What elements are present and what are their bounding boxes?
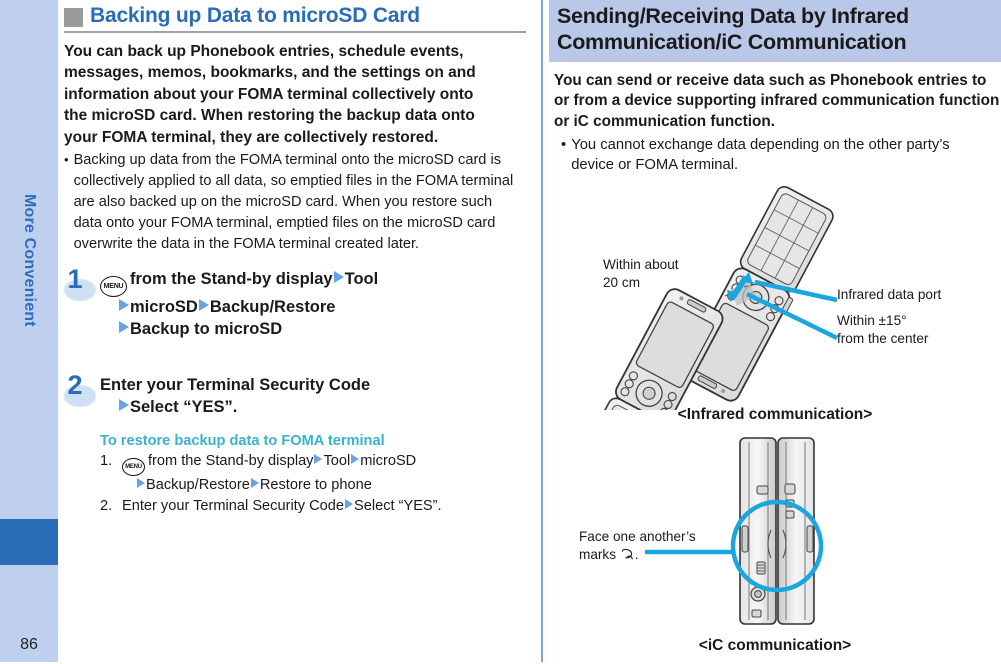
phone-right-edge xyxy=(777,437,815,625)
step-2-number: 2 xyxy=(58,369,102,415)
ic-diagram-graphic xyxy=(645,437,824,625)
sub-item-1-a: from the Stand-by display xyxy=(148,452,314,469)
step-1-line2a: microSD xyxy=(130,297,198,316)
page-number: 86 xyxy=(20,636,38,653)
step-1-number: 1 xyxy=(58,265,102,309)
sub-item-1-c: microSD xyxy=(360,452,417,469)
arrow-right-icon xyxy=(119,320,129,333)
menu-key-icon: MENU xyxy=(100,275,127,297)
arrow-right-icon xyxy=(250,477,259,488)
sub-item-1-d: Backup/Restore xyxy=(146,476,250,493)
label-within-20cm-line1: Within about xyxy=(603,256,679,272)
label-within-20cm-line2: 20 cm xyxy=(603,274,641,290)
arrow-right-icon xyxy=(119,298,129,311)
infrared-beam-arrow xyxy=(727,271,753,302)
sub-item-2-b: Select “YES”. xyxy=(353,498,442,515)
felica-mark-icon xyxy=(621,548,633,560)
left-column: Backing up Data to microSD Card You can … xyxy=(64,0,534,662)
arrow-right-icon xyxy=(198,298,209,311)
step-1-line2b: Backup/Restore xyxy=(209,297,336,316)
step-2-body: Enter your Terminal Security Code Select… xyxy=(100,375,534,419)
label-within-20cm: Within about 20 cm xyxy=(603,256,679,292)
sub-list-item-2-text: Enter your Terminal Security Code Select … xyxy=(122,497,534,517)
step-2-line1a: Enter your Terminal Security Code xyxy=(100,375,371,394)
label-infrared-data-port: Infrared data port xyxy=(837,286,942,302)
arrow-right-icon xyxy=(119,398,129,411)
figure-infrared-communication: Within about 20 cm Infrared data port Wi… xyxy=(549,178,1001,428)
leader-line-angle xyxy=(754,279,838,303)
sub-section-title: To restore backup data to FOMA terminal xyxy=(100,432,385,449)
label-face-marks-post: . xyxy=(634,546,639,562)
sub-item-1-b: Tool xyxy=(323,452,351,469)
arrow-right-icon xyxy=(314,453,323,464)
right-section-banner: Sending/Receiving Data by Infrared Commu… xyxy=(549,0,1001,62)
label-within-15-degrees: Within ±15° from the center xyxy=(837,312,928,348)
step-1-line2: microSD Backup/Restore xyxy=(100,297,534,319)
phone-left-edge xyxy=(739,437,777,625)
arrow-right-icon xyxy=(351,453,360,464)
step-2-line2a: Select “YES”. xyxy=(130,397,238,416)
step-1-line1b: Tool xyxy=(344,269,379,288)
infrared-cone xyxy=(731,279,755,306)
section-heading: Backing up Data to microSD Card xyxy=(64,0,534,28)
label-angle-line2: from the center xyxy=(837,330,929,346)
step-1-line1a: from the Stand-by display xyxy=(130,269,333,288)
phone-lower xyxy=(571,288,724,410)
figure-ic-communication: Face one another’s marks . <iC communica… xyxy=(549,434,1001,664)
right-column: Sending/Receiving Data by Infrared Commu… xyxy=(549,0,1001,662)
step-1-digit: 1 xyxy=(67,263,83,294)
label-face-marks-line2: marks . xyxy=(579,546,696,564)
bullet-marker-icon: • xyxy=(561,136,567,153)
section-bullet: • Backing up data from the FOMA terminal… xyxy=(64,150,522,255)
step-2-digit: 2 xyxy=(67,369,83,400)
sub-list-item-1-number: 1. xyxy=(100,452,113,469)
highlight-circle xyxy=(730,499,824,593)
leader-line-port xyxy=(746,291,838,340)
step-1-line3: Backup to microSD xyxy=(100,319,534,341)
step-2: 2 Enter your Terminal Security Code Sele… xyxy=(64,370,534,419)
chapter-label: More Convenient xyxy=(0,0,58,520)
infrared-diagram-graphic xyxy=(571,185,838,410)
menu-key-icon: MENU xyxy=(122,457,145,476)
heading-square-icon xyxy=(64,7,83,27)
sub-item-1-line2: Backup/Restore Restore to phone xyxy=(122,476,534,496)
sub-list-item-2: 2. Enter your Terminal Security Code Sele… xyxy=(100,497,534,517)
chapter-tab-marker xyxy=(0,519,58,565)
step-1-line3a: Backup to microSD xyxy=(130,319,283,338)
sub-item-1-e: Restore to phone xyxy=(259,476,372,493)
sub-list-item-2-number: 2. xyxy=(100,498,113,515)
caption-infrared-communication: <Infrared communication> xyxy=(677,405,873,423)
label-face-marks-line1: Face one another’s xyxy=(579,528,696,544)
section-heading-text: Backing up Data to microSD Card xyxy=(90,4,420,27)
section-bullet-text: Backing up data from the FOMA terminal o… xyxy=(73,151,514,252)
column-divider xyxy=(541,0,543,662)
chapter-side-tab: More Convenient 86 xyxy=(0,0,58,662)
label-face-marks-pre: marks xyxy=(579,546,617,562)
arrow-right-icon xyxy=(344,499,353,510)
bullet-marker-icon: • xyxy=(64,151,69,167)
section-lead-paragraph: You can back up Phonebook entries, sched… xyxy=(64,43,476,146)
right-lead-paragraph: You can send or receive data such as Pho… xyxy=(554,71,1000,130)
label-face-marks: Face one another’s marks . xyxy=(579,528,696,564)
arrow-right-icon xyxy=(333,270,344,283)
step-number-blob xyxy=(64,384,96,407)
arrow-right-icon xyxy=(137,477,145,488)
caption-ic-communication: <iC communication> xyxy=(698,636,852,654)
chapter-label-text: More Convenient xyxy=(21,193,38,327)
heading-rule xyxy=(64,31,526,33)
sub-item-2-a: Enter your Terminal Security Code xyxy=(122,498,344,515)
step-2-line2: Select “YES”. xyxy=(100,397,534,419)
right-bullet-text: You cannot exchange data depending on th… xyxy=(571,136,950,174)
step-number-blob xyxy=(64,278,96,301)
label-angle-line1: Within ±15° xyxy=(837,312,907,328)
right-bullet: • You cannot exchange data depending on … xyxy=(549,135,991,176)
